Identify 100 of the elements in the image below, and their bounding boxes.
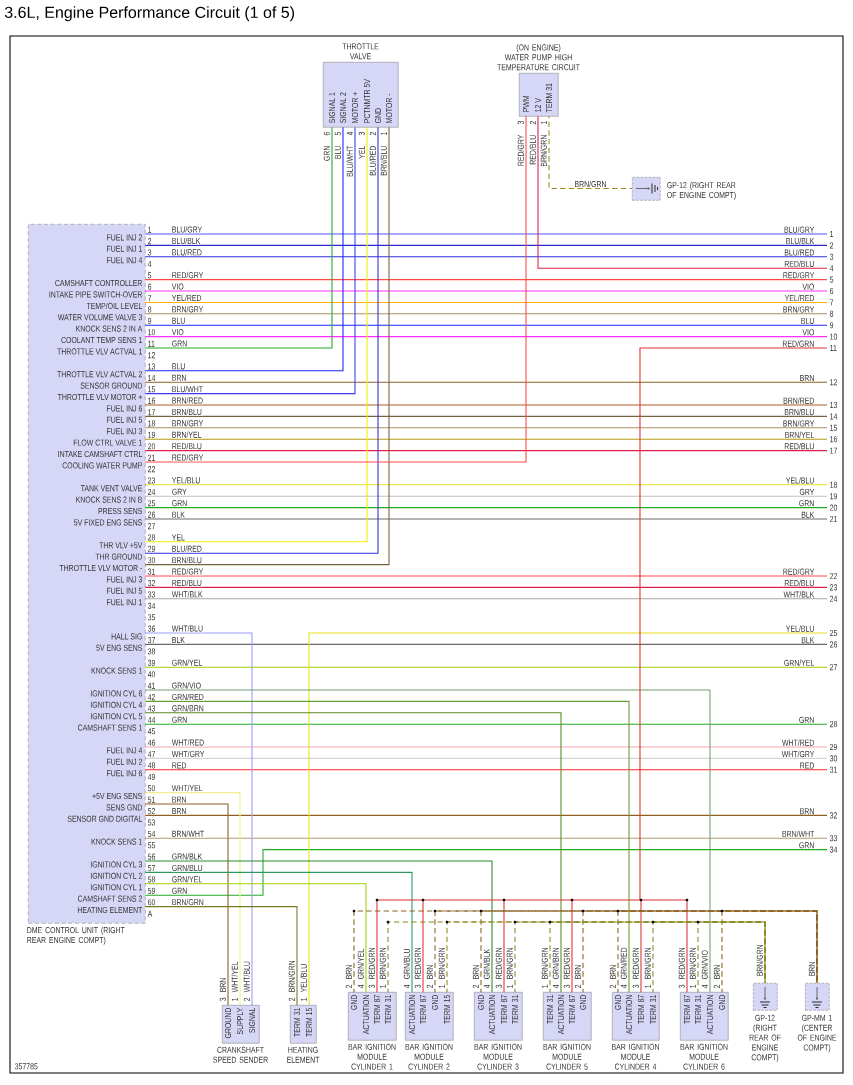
wire-color-label: BRN: [609, 965, 616, 979]
wire-color-label: RED/GRN: [632, 947, 639, 979]
pin-label: TANK VENT VALVE: [80, 485, 143, 492]
pin-number: 13: [148, 363, 156, 370]
pin-number: 43: [147, 705, 156, 712]
wire-color-label: BRN: [472, 965, 479, 979]
wire-color-label: BRN/WHT: [782, 830, 815, 837]
wire-color-label: YEL/RED: [784, 294, 814, 302]
wire: [143, 689, 711, 995]
pin-number: 60: [148, 899, 156, 906]
wire-color-label: GRN: [171, 887, 188, 895]
wire-color-label: GRN/BLK: [483, 948, 490, 979]
wire-color-label: GRN/YEL: [784, 659, 815, 666]
component-label: BAR IGNITION MODULE CYLINDER 3: [474, 1043, 522, 1070]
pin-label: ACTUATION: [362, 995, 370, 1035]
connector-number: 19: [830, 493, 838, 500]
wire: [143, 279, 828, 281]
connector-number: 24: [830, 595, 838, 602]
wire: [143, 415, 828, 417]
wire-color-label: BLU/RED: [171, 544, 203, 553]
pin-number: 2: [243, 997, 250, 1001]
wire-color-label: BRN: [171, 807, 187, 815]
wire-color-label: BLU: [171, 362, 186, 370]
pin-number: 36: [147, 625, 156, 632]
wire: [143, 746, 828, 748]
wire: [503, 899, 505, 995]
pin-number: 10: [148, 329, 156, 336]
pin-label: TERM 31: [546, 995, 554, 1024]
pin-number: 3: [147, 249, 152, 256]
wire: [143, 883, 367, 995]
pin-number: 11: [148, 340, 155, 347]
pin-label: SENSOR GROUND: [80, 382, 142, 389]
pin-number: 54: [147, 830, 156, 837]
connector-number: 12: [830, 379, 838, 386]
wire: [143, 586, 828, 588]
wire-color-label: BRN/GRN: [379, 947, 386, 979]
wire-color-label: BLU/WHT: [171, 385, 204, 393]
component-label: BAR IGNITION MODULE CYLINDER 6: [680, 1043, 728, 1070]
pin-label: FUEL INJ 1: [107, 245, 142, 252]
pin-label: KNOCK SENS 2 IN B: [76, 496, 142, 503]
pin-number: 2: [369, 132, 376, 136]
wire-color-label: BRN/YEL: [785, 431, 815, 438]
wire-color-label: BLU/RED: [369, 146, 376, 176]
ground-label: GP-12 (RIGHT REAR OF ENGINE COMPT): [667, 181, 736, 200]
wire: [143, 324, 828, 326]
pin-number: 18: [148, 420, 156, 427]
wire-color-label: BRN: [808, 962, 815, 976]
wire-color-label: RED/GRY: [171, 567, 204, 576]
wire: [143, 849, 828, 896]
wire-color-label: VIO: [802, 283, 814, 290]
pin-number: 16: [148, 397, 156, 404]
pin-number: 49: [147, 773, 156, 780]
connector-number: 22: [830, 573, 838, 580]
wire-color-label: BRN/GRN: [288, 960, 295, 992]
pin-label: SENS GND: [106, 804, 142, 811]
pin-label: KNOCK SENS 1: [91, 838, 142, 845]
wire: [143, 244, 828, 246]
pin-label: FUEL INJ 5: [107, 587, 143, 594]
wire-color-label: RED/GRN: [368, 947, 375, 979]
connector-number: 28: [830, 721, 838, 728]
wire-color-label: GRN/BLU: [171, 864, 204, 872]
pin-number: 50: [147, 785, 156, 792]
connector-number: 7: [830, 299, 834, 306]
wire-color-label: WHT/BLU: [171, 624, 204, 633]
pin-number: 3: [678, 984, 685, 989]
pin-number: 4: [357, 984, 364, 989]
wire: [376, 899, 378, 995]
pin-number: 3: [495, 984, 502, 989]
pin-label: KNOCK SENS 2 IN A: [76, 325, 143, 332]
wire: [652, 921, 766, 995]
pin-number: 40: [147, 671, 156, 678]
pin-number: 2: [148, 238, 152, 245]
wire-color-label: BRN/GRN: [574, 180, 607, 188]
wire-color-label: GRN: [799, 842, 814, 849]
component-label: BAR IGNITION MODULE CYLINDER 1: [348, 1043, 396, 1070]
connector-number: 32: [829, 812, 838, 819]
pin-number: 1: [689, 984, 696, 988]
pin-number: 55: [147, 842, 156, 849]
wire: [143, 450, 828, 452]
wire: [143, 814, 828, 816]
pin-label: FUEL INJ 4: [107, 257, 143, 264]
pin-number: 3: [632, 984, 639, 989]
pin-number: 24: [148, 488, 156, 495]
pin-label: +5V ENG SENS: [92, 792, 142, 800]
pin-number: 5: [334, 131, 341, 136]
component-label: (ON ENGINE) WATER PUMP HIGH TEMPERATURE CIRCUIT: [497, 44, 580, 71]
wire-color-label: BRN/GRY: [171, 305, 204, 313]
pin-label: TEMP/OIL LEVEL: [86, 302, 143, 309]
diagram-title: 3.6L, Engine Performance Circuit (1 of 5): [4, 6, 294, 22]
pin-number: 1: [506, 984, 513, 988]
wire-color-label: BRN: [800, 375, 814, 381]
wire: [143, 792, 241, 1008]
wire-color-label: BLK: [801, 511, 815, 518]
wire: [143, 643, 828, 645]
wire: [143, 666, 828, 668]
pin-label: TERM 87: [568, 995, 576, 1024]
connector-number: 9: [830, 322, 834, 329]
pin-number: 38: [147, 648, 156, 655]
wire-color-label: VIO: [171, 328, 185, 336]
pin-label: TERM 31: [384, 995, 392, 1024]
